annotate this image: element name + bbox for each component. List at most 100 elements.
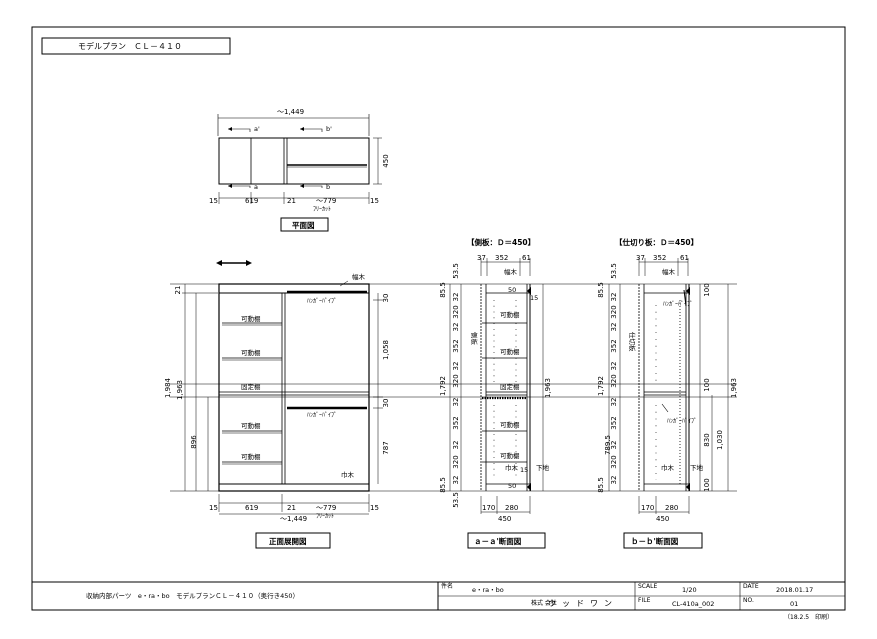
sec-a-53-5b: 53.5 <box>452 492 460 508</box>
front-dim-30a: 30 <box>382 294 390 303</box>
tb-date: 2018.01.17 <box>776 586 813 594</box>
sec-b-s5: 32 <box>610 362 618 371</box>
sec-a-v15b: 15 <box>520 466 528 474</box>
front-haba: 幅木 <box>352 272 366 281</box>
sec-b-header: 【仕切り板：Ｄ＝450】 <box>615 237 698 247</box>
sec-b-top-37: 37 <box>636 254 645 262</box>
sec-a-s9: 32 <box>452 441 460 450</box>
tb-kenmei-h: 件名 <box>441 582 453 590</box>
sec-a-85-5b: 85.5 <box>439 477 447 493</box>
sec-a-label: ａ－ａ'断面図 <box>474 536 522 546</box>
sec-b-v100: 100 <box>703 283 711 296</box>
section-a: 【側板：Ｄ＝450】 37 352 61 幅木 可動棚 可動棚 固定棚 可動棚 … <box>439 237 552 549</box>
plan-free-cut: ﾌﾘｰｶｯﾄ <box>313 206 331 213</box>
plan-dim-left: 15 <box>209 197 218 205</box>
sec-a-s4: 352 <box>452 339 460 352</box>
plan-sec-b-bot: b <box>326 183 330 191</box>
sec-b-v100c: 100 <box>703 478 711 491</box>
front-dim-b-779: ～779 <box>316 504 336 512</box>
sec-a-bot-450: 450 <box>498 515 511 523</box>
sec-b-bot-280: 280 <box>665 504 678 512</box>
sec-b-v100b: 100 <box>703 378 711 391</box>
sec-b-s11: 32 <box>610 476 618 485</box>
sec-b-1792: 1,792 <box>597 376 605 396</box>
sec-a-s10: 320 <box>452 455 460 468</box>
section-b: 【仕切り板：Ｄ＝450】 37 352 61 幅木 ﾊﾝｶﾞｰﾊﾟｲﾌﾟ ﾊﾝｶ… <box>597 237 738 549</box>
sec-b-1030: 1,030 <box>716 430 724 450</box>
front-dim-787: 787 <box>382 441 390 454</box>
sec-a-top-61: 61 <box>522 254 531 262</box>
sec-b-pipe-2: ﾊﾝｶﾞｰﾊﾟｲﾌﾟ <box>667 418 697 425</box>
tb-scale: 1/20 <box>682 586 697 594</box>
front-dim-30b: 30 <box>382 399 390 408</box>
front-fixed: 固定棚 <box>241 382 261 391</box>
sec-a-bot-170: 170 <box>482 504 495 512</box>
model-title-box <box>41 37 231 55</box>
sec-b-s4: 352 <box>610 339 618 352</box>
sec-a-fixed: 固定棚 <box>500 382 520 391</box>
tb-company: ウッドワン <box>548 599 618 608</box>
sec-b-s9: 32 <box>610 441 618 450</box>
tb-file: CL-410a_002 <box>672 600 714 608</box>
front-dim-b-15l: 15 <box>209 504 218 512</box>
front-pipe-2: ﾊﾝｶﾞｰﾊﾟｲﾌﾟ <box>307 412 337 419</box>
plan-view: ～1,449 a' a b' b 450 15 619 21 ～77 <box>209 108 390 232</box>
sec-b-s7: 32 <box>610 398 618 407</box>
sec-b-top-61: 61 <box>680 254 689 262</box>
tb-kaisha-h: 株式 会社 <box>531 599 557 607</box>
sheet-border <box>31 26 846 611</box>
tb-revision: （18.2.5 印刷） <box>784 613 833 621</box>
front-movable-1: 可動棚 <box>241 314 261 323</box>
front-dim-b-total: ～1,449 <box>280 515 307 523</box>
tb-date-h: DATE <box>743 583 759 590</box>
plan-label: 平面図 <box>292 221 315 230</box>
sec-b-s10: 320 <box>610 455 618 468</box>
sec-a-top-37: 37 <box>477 254 486 262</box>
front-label: 正面展開図 <box>269 537 307 546</box>
front-pipe-1: ﾊﾝｶﾞｰﾊﾟｲﾌﾟ <box>307 298 337 305</box>
sec-a-1792: 1,792 <box>439 376 447 396</box>
sec-a-s8: 352 <box>452 416 460 429</box>
sec-a-s0: 53.5 <box>452 263 460 279</box>
front-dim-1963: 1,963 <box>176 380 184 400</box>
sec-a-v50b: 50 <box>508 482 516 490</box>
tb-file-h: FILE <box>638 597 651 604</box>
front-dim-b-619: 619 <box>245 504 258 512</box>
tb-scale-h: SCALE <box>638 583 657 590</box>
sec-b-haba: 幅木 <box>662 267 676 276</box>
front-movable-3: 可動棚 <box>241 421 261 430</box>
tb-no-h: NO. <box>743 597 754 604</box>
plan-sec-a-top: a' <box>254 125 260 133</box>
plan-dim-619: 619 <box>245 197 258 205</box>
sec-b-s0: 53.5 <box>610 263 618 279</box>
front-dim-1058: 1,058 <box>382 340 390 360</box>
front-dim-b-free: ﾌﾘｰｶｯﾄ <box>316 513 334 520</box>
sec-b-s1: 32 <box>610 293 618 302</box>
sec-a-habaki: 巾木 <box>505 463 519 472</box>
model-title: モデルプラン ＣＬ－４１０ <box>78 41 182 51</box>
tb-name: 収納内部パーツ e・ra・bo モデルプランＣＬ－４１０（奥行き450） <box>86 591 299 600</box>
sec-b-bot-170: 170 <box>641 504 654 512</box>
front-habaki: 巾木 <box>341 470 355 479</box>
front-movable-4: 可動棚 <box>241 452 261 461</box>
title-block: 収納内部パーツ e・ra・bo モデルプランＣＬ－４１０（奥行き450） 件名 … <box>32 581 845 621</box>
sec-a-movable-4: 可動棚 <box>500 451 520 460</box>
sec-a-top-352: 352 <box>495 254 508 262</box>
sec-a-sokuban: 側板 <box>470 332 479 346</box>
plan-width-total: ～1,449 <box>277 108 304 116</box>
sec-b-right-1963: 1,963 <box>730 378 738 398</box>
sec-b-85-5: 85.5 <box>597 282 605 298</box>
plan-dim-779: ～779 <box>316 197 336 205</box>
front-dim-21: 21 <box>174 286 182 295</box>
plan-sec-a-bot: a <box>254 183 258 191</box>
sec-a-s5: 32 <box>452 362 460 371</box>
sec-b-label: ｂ－ｂ'断面図 <box>631 536 679 546</box>
sec-b-pipe-1: ﾊﾝｶﾞｰﾊﾟｲﾌﾟ <box>663 301 693 308</box>
front-movable-2: 可動棚 <box>241 348 261 357</box>
tb-no: 01 <box>790 600 798 608</box>
front-dim-b-15r: 15 <box>370 504 379 512</box>
front-dim-1984: 1,984 <box>164 377 172 398</box>
front-dim-b-21: 21 <box>287 504 296 512</box>
sec-b-habaki: 巾木 <box>661 463 675 472</box>
sec-b-top-352: 352 <box>653 254 666 262</box>
